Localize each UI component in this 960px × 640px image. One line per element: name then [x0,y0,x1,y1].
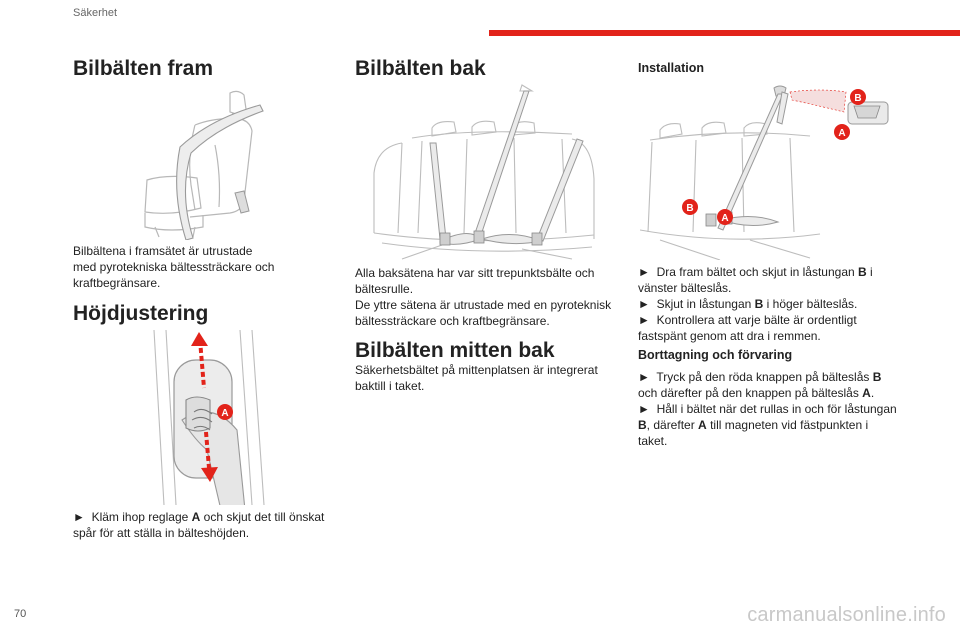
middle-rear-description: Säkerhetsbältet på mittenplatsen är inte… [355,363,598,393]
front-seat-illustration [135,85,275,240]
arrow-bullet: ► [73,510,85,524]
middle-rear-heading-wrap: Bilbälten mitten bak [355,338,555,363]
front-text-line: med pyrotekniska bältessträckare och [73,260,275,274]
column-installation: Installation [638,60,908,76]
height-adjust-instruction: ► Kläm ihop reglage A och skjut det till… [73,510,325,540]
title-rear-belts: Bilbälten bak [355,57,486,80]
rear-belts-description: Alla baksätena har var sitt trepunktsbäl… [355,266,612,328]
column-front-belts: Bilbälten fram [73,56,343,81]
title-height-adjustment: Höjdjustering [73,302,209,325]
installation-steps: ► Dra fram bältet och skjut in låstungan… [638,264,918,344]
label-b-bottom: B [686,203,693,214]
label-b-top: B [854,93,861,104]
height-adjust-heading-wrap: Höjdjustering [73,301,208,326]
step-3: ► Kontrollera att varje bälte är ordentl… [638,313,857,327]
step-1: ► Dra fram bältet och skjut in låstungan… [638,265,873,279]
front-text-line: Bilbältena i framsätet är utrustade [73,244,253,258]
title-middle-rear-belt: Bilbälten mitten bak [355,339,555,362]
label-a-top: A [838,128,845,139]
column-rear-belts: Bilbälten bak [355,56,615,81]
removal-steps: ► Tryck på den röda knappen på bälteslås… [638,369,923,449]
label-a-bottom: A [721,213,728,224]
removal-heading-wrap: Borttagning och förvaring [638,347,792,363]
removal-step-2: ► Håll i bältet när det rullas in och fö… [638,402,897,416]
removal-step-1: ► Tryck på den röda knappen på bälteslås… [638,370,882,384]
header-section: Säkerhet [73,7,118,19]
page-number: 70 [14,608,27,620]
header-accent-bar [489,30,960,36]
subtitle-removal: Borttagning och förvaring [638,348,793,362]
front-text-line: kraftbegränsare. [73,276,161,290]
front-belts-description: Bilbältena i framsätet är utrustade med … [73,243,343,291]
watermark: carmanualsonline.info [747,604,946,626]
title-installation: Installation [638,61,704,75]
step-2: ► Skjut in låstungan B i höger bälteslås… [638,297,858,311]
label-a: A [221,408,228,419]
title-front-belts: Bilbälten fram [73,57,214,80]
installation-illustration: B A B A [640,80,905,260]
height-adjust-illustration: A [152,330,267,505]
rear-seats-illustration [372,83,597,261]
